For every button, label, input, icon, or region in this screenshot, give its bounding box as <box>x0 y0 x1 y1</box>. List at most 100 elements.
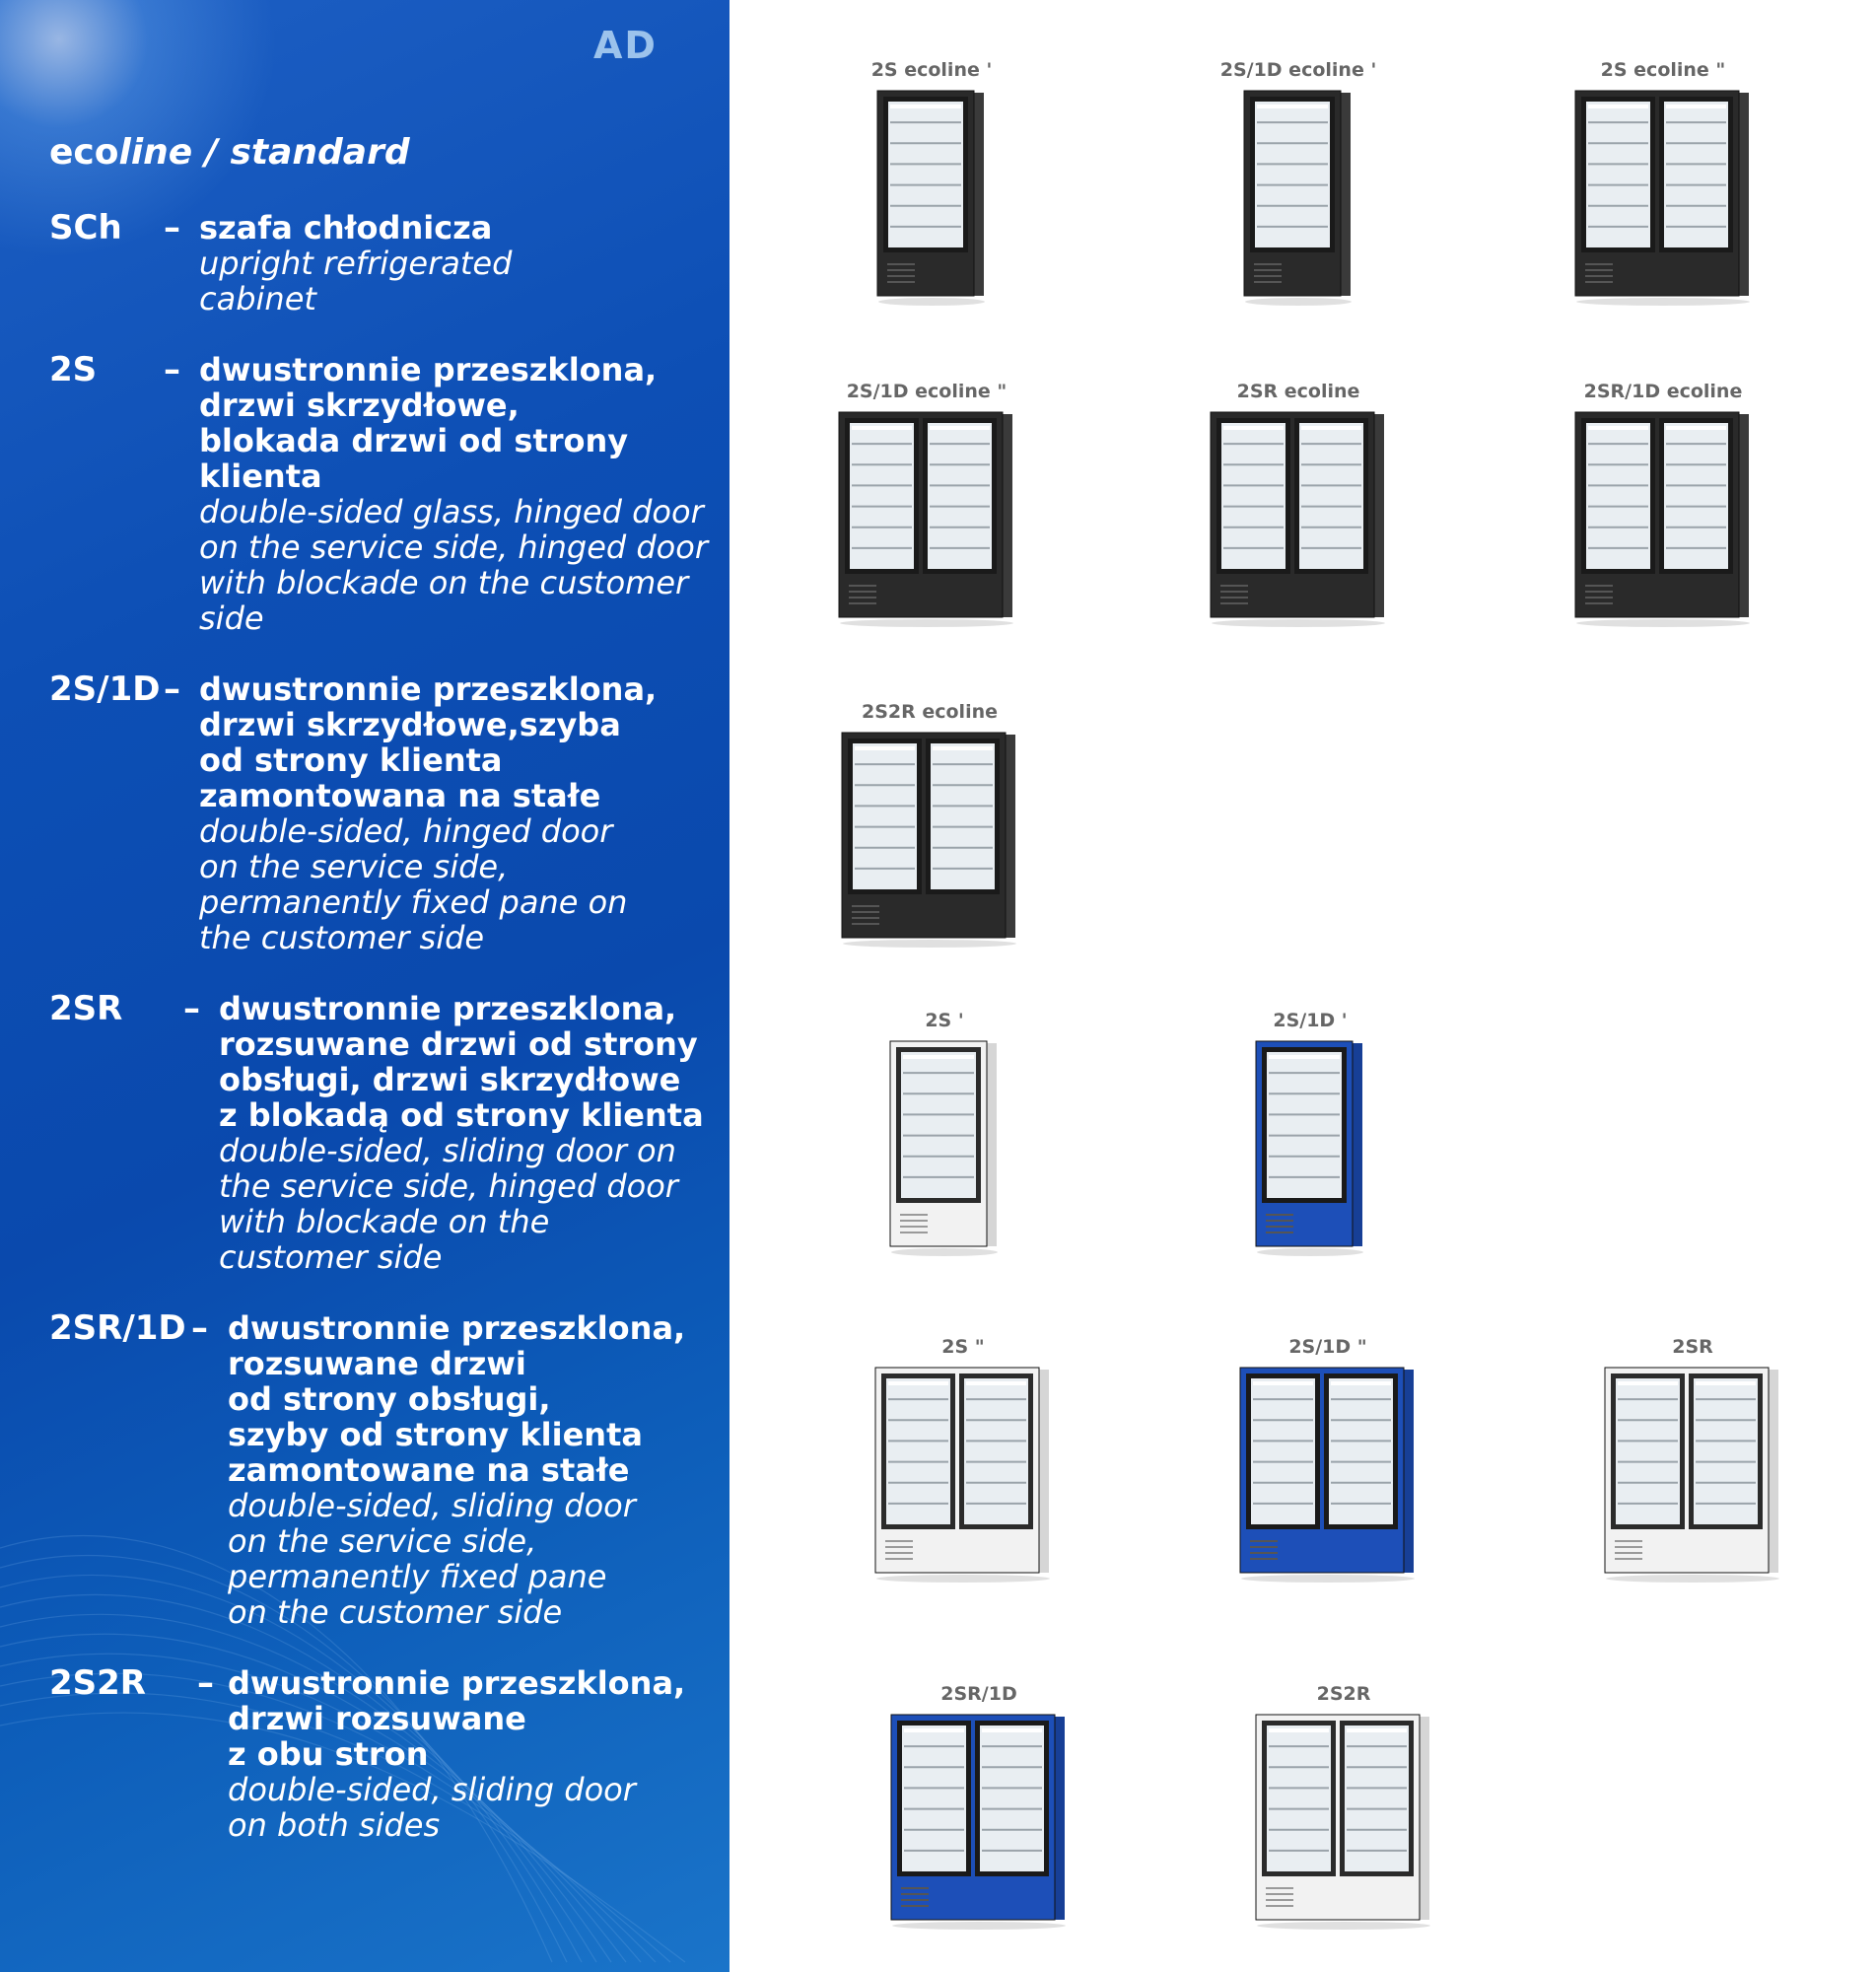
cabinet-side <box>1341 93 1351 296</box>
series-title-rest: / standard <box>192 132 410 173</box>
cabinet-image <box>889 1040 998 1256</box>
definition-code-2sr-1d: 2SR/1D <box>49 1308 186 1348</box>
definition-english: double-sided glass, hinged door on the s… <box>199 493 708 637</box>
light-strip <box>1588 426 1648 430</box>
definition-english: double-sided, sliding door on the servic… <box>228 1487 636 1631</box>
definition-polish: dwustronnie przeszklona, drzwi skrzydłow… <box>199 670 658 814</box>
door-glass <box>1299 423 1363 569</box>
light-strip <box>1269 1728 1329 1732</box>
product-label: 2SR <box>1672 1336 1713 1358</box>
door-glass <box>1251 1378 1315 1524</box>
door-glass <box>928 423 992 569</box>
light-strip <box>1696 1381 1756 1385</box>
definition-dash: – <box>197 1663 214 1703</box>
cabinet-image <box>1239 1367 1415 1583</box>
cabinet-side <box>1769 1370 1778 1573</box>
door-glass <box>1694 1378 1758 1524</box>
definition-code: SCh <box>49 208 122 247</box>
product-label: 2S2R ecoline <box>861 701 998 723</box>
cabinet-shadow <box>892 1922 1066 1930</box>
light-strip <box>855 746 915 750</box>
product-label: 2S/1D ' <box>1273 1010 1348 1031</box>
cabinet-image <box>1243 90 1352 306</box>
door-glass <box>1267 1052 1342 1198</box>
definition-polish: dwustronnie przeszklona, rozsuwane drzwi… <box>228 1309 686 1489</box>
definition-text-2s-1d: dwustronnie przeszklona, drzwi skrzydłow… <box>199 671 730 955</box>
decorative-wave-lines <box>0 1534 686 1963</box>
light-strip <box>1618 1381 1678 1385</box>
cabinet-side <box>1739 414 1749 617</box>
cabinet-side <box>1420 1717 1429 1920</box>
door-glass <box>886 1378 950 1524</box>
cabinet-image <box>1574 411 1750 627</box>
cabinet-side <box>1353 1043 1362 1246</box>
product-label: 2S2R <box>1316 1683 1371 1705</box>
product-label: 2SR/1D <box>940 1683 1017 1705</box>
door-glass <box>901 1052 976 1198</box>
door-glass <box>902 1726 966 1871</box>
definition-english: upright refrigerated cabinet <box>199 245 513 317</box>
light-strip <box>890 105 961 108</box>
door-glass <box>1664 423 1728 569</box>
cabinet-image <box>1210 411 1385 627</box>
series-title-line: line <box>118 132 193 173</box>
cabinet-side <box>1055 1717 1065 1920</box>
light-strip <box>982 1728 1042 1732</box>
cabinet-image <box>1255 1714 1430 1930</box>
product-label: 2S ecoline ' <box>870 59 993 81</box>
definition-text-sch: szafa chłodnicza upright refrigerated ca… <box>199 210 730 317</box>
light-strip <box>903 1055 974 1059</box>
door-glass <box>1586 423 1650 569</box>
cabinet-shadow <box>1245 298 1352 306</box>
light-strip <box>1253 1381 1313 1385</box>
door-glass <box>1329 1378 1393 1524</box>
cabinet-image <box>841 732 1016 948</box>
door-glass <box>1586 102 1650 247</box>
cabinet-side <box>1039 1370 1049 1573</box>
definition-code-2s2r: 2S2R <box>49 1663 146 1703</box>
light-strip <box>1301 426 1361 430</box>
definition-text-2s: dwustronnie przeszklona, drzwi skrzydłow… <box>199 352 730 636</box>
cabinet-shadow <box>843 940 1016 948</box>
definition-polish: dwustronnie przeszklona, drzwi skrzydłow… <box>199 351 658 495</box>
cabinet-shadow <box>878 298 985 306</box>
product-label: 2S/1D " <box>1288 1336 1367 1358</box>
light-strip <box>930 426 990 430</box>
light-strip <box>1666 426 1726 430</box>
product-label: 2S " <box>941 1336 985 1358</box>
definition-english: double-sided, sliding door on both sides <box>228 1771 636 1844</box>
series-title-eco: eco <box>49 132 119 173</box>
light-strip <box>904 1728 964 1732</box>
product-label: 2SR ecoline <box>1236 381 1360 402</box>
product-label: 2S ' <box>925 1010 964 1031</box>
light-strip <box>1269 1055 1340 1059</box>
cabinet-image <box>890 1714 1066 1930</box>
definition-text-2sr: dwustronnie przeszklona, rozsuwane drzwi… <box>219 991 730 1275</box>
product-label: 2S/1D ecoline " <box>846 381 1007 402</box>
light-strip <box>1331 1381 1391 1385</box>
cabinet-shadow <box>840 619 1013 627</box>
cabinet-image <box>874 1367 1050 1583</box>
door-glass <box>853 743 917 889</box>
definition-code-2sr: 2SR <box>49 989 123 1028</box>
left-info-panel: AD ecoline / standard SCh – szafa chłodn… <box>0 0 730 1972</box>
definition-english: double-sided, hinged door on the service… <box>199 812 628 956</box>
definition-english: double-sided, sliding door on the servic… <box>219 1132 678 1276</box>
light-strip <box>1223 426 1284 430</box>
cabinet-image <box>838 411 1013 627</box>
door-glass <box>888 102 963 247</box>
door-glass <box>964 1378 1028 1524</box>
cabinet-image <box>1604 1367 1779 1583</box>
light-strip <box>1666 105 1726 108</box>
series-title: ecoline / standard <box>49 132 410 173</box>
cabinet-side <box>1003 414 1012 617</box>
cabinet-image <box>1574 90 1750 306</box>
light-strip <box>1347 1728 1407 1732</box>
ad-code-label: AD <box>593 24 658 67</box>
cabinet-shadow <box>1606 1575 1779 1583</box>
light-strip <box>933 746 993 750</box>
cabinet-shadow <box>1257 1248 1363 1256</box>
definition-polish: dwustronnie przeszklona, rozsuwane drzwi… <box>219 990 704 1134</box>
door-glass <box>1255 102 1330 247</box>
cabinet-image <box>1255 1040 1363 1256</box>
